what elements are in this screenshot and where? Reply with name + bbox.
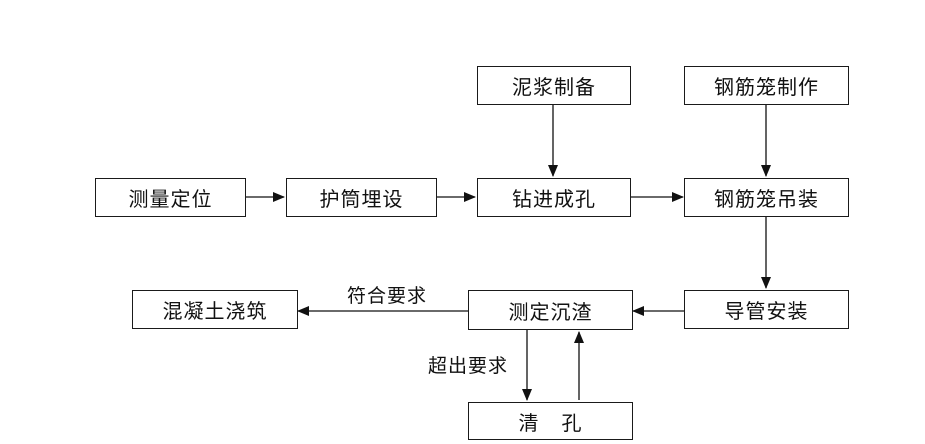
node-sediment: 测定沉渣	[468, 290, 633, 330]
node-concrete: 混凝土浇筑	[132, 290, 298, 329]
node-mud-prep: 泥浆制备	[477, 66, 631, 105]
node-tremie: 导管安装	[684, 290, 849, 329]
node-drilling: 钻进成孔	[477, 178, 631, 217]
node-cleaning: 清 孔	[468, 402, 633, 440]
node-cage-make: 钢筋笼制作	[684, 66, 849, 105]
edge-label-exceeds: 超出要求	[428, 355, 509, 377]
edge-label-meets: 符合要求	[347, 285, 428, 307]
node-casing: 护筒埋设	[286, 178, 437, 217]
node-cage-hoist: 钢筋笼吊装	[684, 178, 849, 217]
node-survey: 测量定位	[95, 178, 246, 217]
